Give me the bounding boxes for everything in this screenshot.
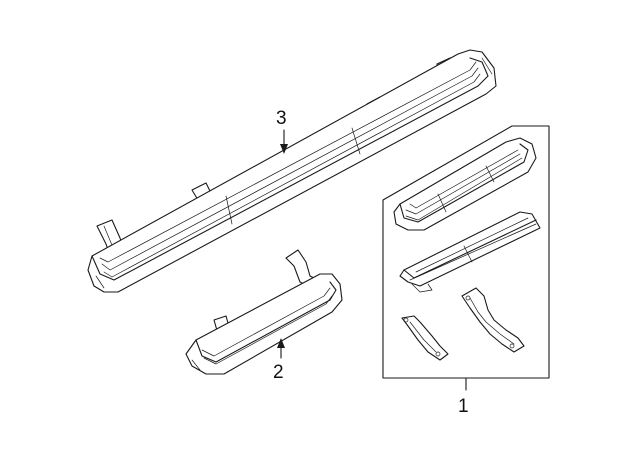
kit-step-pad: [393, 137, 537, 231]
callout-1-label: 1: [458, 396, 469, 417]
callout-2: 2: [273, 338, 285, 383]
kit-bracket-left: [401, 315, 449, 361]
running-board-long: [87, 49, 497, 293]
kit-tread-rail: [399, 211, 541, 293]
kit-frame: [382, 125, 550, 379]
callout-1: 1: [458, 377, 469, 417]
step-short: [185, 249, 343, 375]
callout-3-label: 3: [276, 108, 287, 129]
kit-bracket-right: [461, 287, 525, 353]
callout-3: 3: [276, 108, 288, 154]
callout-2-label: 2: [273, 362, 284, 383]
